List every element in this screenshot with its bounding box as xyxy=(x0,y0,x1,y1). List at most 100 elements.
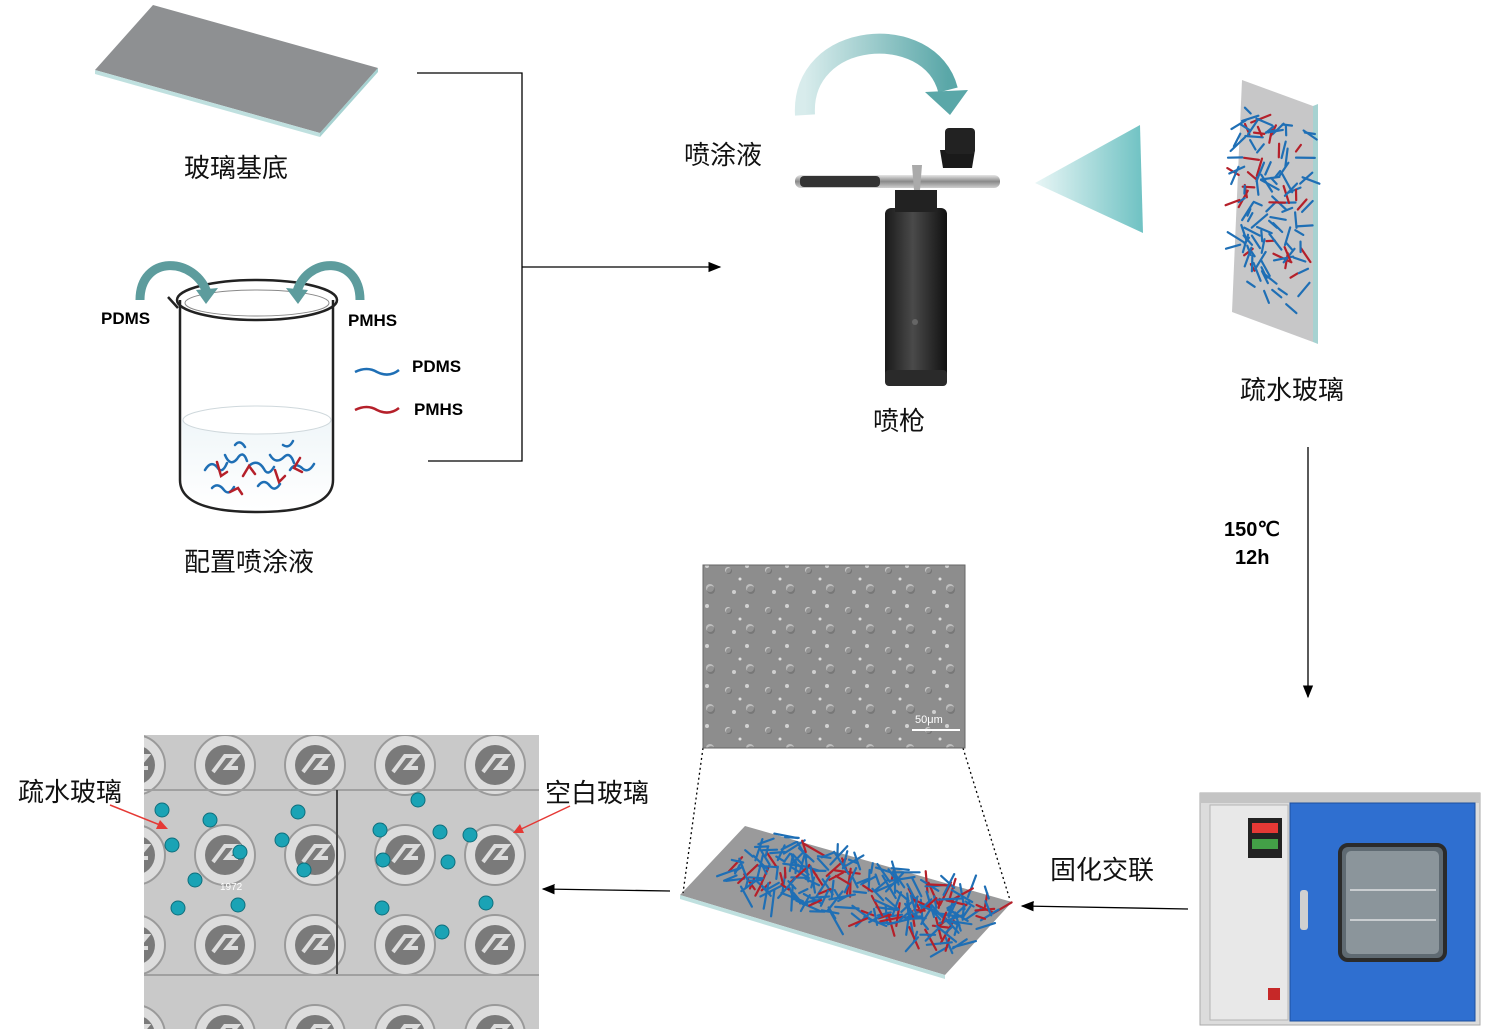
fiber xyxy=(1272,222,1284,234)
fiber xyxy=(777,877,797,900)
beaker-polymer-chains xyxy=(203,439,316,496)
fiber xyxy=(1300,199,1314,213)
beaker-input-pdms: PDMS xyxy=(101,309,151,328)
fiber xyxy=(1294,143,1303,153)
fiber xyxy=(1284,241,1294,252)
pointer-hydrophobic xyxy=(109,804,166,828)
fiber xyxy=(909,894,919,920)
fiber xyxy=(966,874,978,899)
fiber xyxy=(1292,256,1307,263)
fiber xyxy=(870,894,884,917)
legend-pdms-label: PDMS xyxy=(412,357,462,376)
fiber xyxy=(764,845,770,857)
spray-gun xyxy=(795,128,1000,386)
fiber xyxy=(1285,303,1298,315)
legend-pmhs-line xyxy=(354,405,400,414)
hydrophobic-glass-photo-label: 疏水玻璃 xyxy=(18,778,123,808)
water-droplet xyxy=(290,804,306,820)
oven xyxy=(1199,792,1481,1026)
fiber xyxy=(1280,140,1287,160)
fiber xyxy=(984,899,993,917)
glass-substrate xyxy=(95,5,378,137)
fiber xyxy=(834,905,860,910)
fiber xyxy=(953,922,960,937)
fiber xyxy=(769,888,776,918)
fiber xyxy=(1252,261,1262,282)
fiber xyxy=(1260,238,1266,254)
fiber xyxy=(1250,234,1262,250)
fiber xyxy=(816,855,832,860)
fiber xyxy=(1262,289,1271,304)
fiber xyxy=(1239,122,1252,132)
fiber xyxy=(1301,176,1321,185)
fiber xyxy=(906,892,911,910)
fiber xyxy=(821,878,834,896)
fiber xyxy=(791,853,804,866)
fiber xyxy=(747,876,764,880)
fiber xyxy=(862,884,874,893)
fiber xyxy=(765,851,779,869)
fiber xyxy=(874,899,899,912)
fiber xyxy=(775,855,786,863)
fiber xyxy=(760,884,772,897)
fiber xyxy=(1246,212,1254,223)
fiber xyxy=(783,836,800,840)
fiber xyxy=(961,904,965,921)
fiber xyxy=(783,866,787,879)
coated-glass-slab xyxy=(680,826,1013,979)
fiber xyxy=(1264,129,1277,134)
fiber xyxy=(1255,161,1266,183)
fiber xyxy=(1230,165,1240,186)
fiber xyxy=(790,853,797,865)
fiber xyxy=(1230,119,1247,131)
fiber xyxy=(931,924,950,929)
spray-cone xyxy=(1035,125,1143,233)
spray-solution-label: 喷涂液 xyxy=(684,141,763,171)
fiber xyxy=(783,852,792,863)
fiber xyxy=(1297,281,1311,298)
fiber xyxy=(1294,229,1305,236)
fiber xyxy=(798,887,809,895)
fiber xyxy=(851,876,859,889)
fiber xyxy=(1255,225,1273,235)
fiber xyxy=(871,887,885,902)
fiber xyxy=(935,924,958,943)
hydrophobic-glass-label: 疏水玻璃 xyxy=(1240,376,1345,406)
fiber xyxy=(884,897,900,911)
fiber xyxy=(782,839,806,855)
fiber xyxy=(804,855,810,883)
fiber xyxy=(911,877,923,898)
droplet-photo: 1972 xyxy=(144,735,539,1029)
fiber xyxy=(788,886,795,901)
fiber xyxy=(1264,161,1272,176)
fiber xyxy=(1273,169,1282,179)
fiber xyxy=(940,874,956,889)
fiber xyxy=(740,878,759,893)
fiber xyxy=(761,848,779,852)
water-droplet xyxy=(164,837,180,853)
fiber xyxy=(1259,258,1271,277)
oven-to-glass-arrow xyxy=(1020,901,1189,912)
fiber xyxy=(948,877,957,901)
curing-temperature: 150℃ xyxy=(1224,519,1280,541)
fiber xyxy=(779,871,784,885)
fiber xyxy=(975,921,997,931)
water-droplet xyxy=(187,872,203,888)
zoom-line-right xyxy=(962,747,1011,901)
curing-time: 12h xyxy=(1235,547,1270,569)
panel-fibers xyxy=(1224,106,1321,315)
fiber xyxy=(1252,131,1266,135)
fiber xyxy=(1229,136,1247,153)
fiber xyxy=(830,879,835,900)
slab-fibers xyxy=(715,832,1013,958)
fiber xyxy=(1271,122,1285,136)
fiber xyxy=(1224,198,1241,207)
fiber xyxy=(1264,273,1278,285)
fiber xyxy=(904,936,920,953)
fiber xyxy=(944,925,954,935)
fiber xyxy=(952,939,978,949)
fiber xyxy=(908,926,920,950)
prepare-solution-label: 配置喷涂液 xyxy=(184,548,315,578)
fiber xyxy=(886,917,913,926)
fiber xyxy=(860,909,875,917)
